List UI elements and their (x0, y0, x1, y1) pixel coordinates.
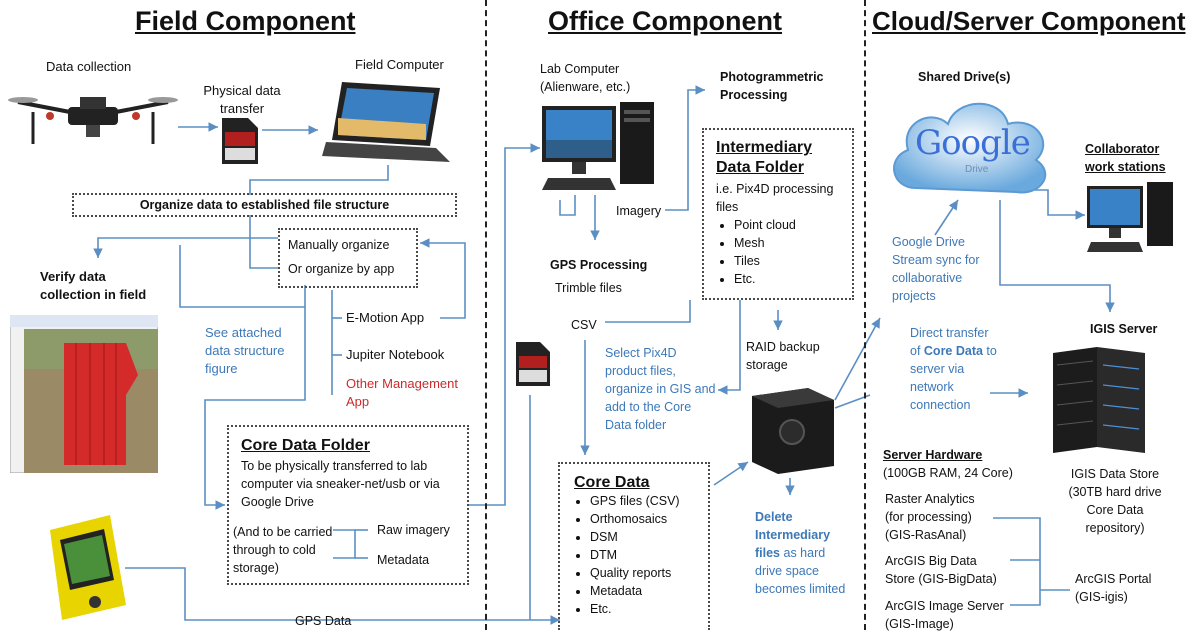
header-cloud: Cloud/Server Component (872, 6, 1186, 36)
sd-card-icon (222, 118, 258, 164)
organize-banner: Organize data to established file struct… (72, 193, 457, 217)
manually-organize: Manually organize (288, 238, 390, 252)
carried-note: (And to be carried through to cold stora… (233, 525, 333, 575)
core-data-box: Core Data GPS files (CSV) Orthomosaics D… (558, 462, 710, 630)
header-office: Office Component (548, 6, 782, 36)
igis-data-store: IGIS Data Store (30TB hard drive Core Da… (1068, 467, 1162, 535)
data-collection-label: Data collection (46, 59, 132, 74)
divider-field-office (485, 0, 487, 630)
core-data-item: GPS files (CSV) (590, 492, 708, 510)
google-logo: Google (915, 123, 1031, 163)
gps-processing-label: GPS Processing (550, 258, 648, 272)
arcgis-portal: ArcGIS Portal (GIS-igis) (1075, 572, 1152, 604)
app-emotion: E-Motion App (346, 310, 425, 325)
delete-note-bold: Delete Intermediary files (755, 510, 831, 560)
gps-data-label: GPS Data (295, 614, 352, 628)
intermediary-folder-box: Intermediary Data Folder i.e. Pix4D proc… (702, 128, 854, 300)
collaborator-label: Collaborator work stations (1085, 142, 1166, 174)
server-rack-icon (1053, 347, 1145, 453)
raw-imagery: Raw imagery (377, 523, 450, 537)
core-data-item: Orthomosaics (590, 510, 708, 528)
shared-drive-label: Shared Drive(s) (918, 70, 1011, 84)
app-other: Other Management App (346, 376, 459, 409)
igis-server-label: IGIS Server (1090, 322, 1158, 336)
core-folder-title: Core Data Folder (241, 437, 370, 454)
google-drive-sub: Drive (965, 164, 989, 175)
server-hw-title: Server Hardware (883, 448, 983, 462)
raid-label: RAID backup storage (746, 340, 820, 372)
raid-storage-icon (752, 388, 834, 474)
server-hw-spec: (100GB RAM, 24 Core) (883, 466, 1013, 480)
core-data-item: Metadata (590, 582, 708, 600)
laptop-icon (322, 82, 450, 162)
drone-icon (8, 97, 178, 144)
core-data-title: Core Data (574, 474, 650, 491)
sd-card-office-icon (516, 342, 550, 386)
physical-transfer-label: Physical data transfer (203, 83, 281, 116)
photogrammetric-label: Photogrammetric Processing (720, 70, 824, 102)
imagery-label: Imagery (616, 204, 662, 218)
core-data-item: DTM (590, 546, 708, 564)
core-data-item: Etc. (590, 600, 708, 618)
core-data-item: DSM (590, 528, 708, 546)
select-pix4d-note: Select Pix4D product files, organize in … (605, 346, 716, 432)
app-jupiter: Jupiter Notebook (346, 347, 445, 362)
organize-banner-text: Organize data to established file struct… (139, 198, 390, 212)
field-map-image (10, 315, 158, 473)
delete-note: Delete Intermediary files as hard drive … (755, 508, 851, 598)
gps-device-icon (50, 515, 126, 620)
divider-office-cloud (864, 0, 866, 630)
intermediary-item: Tiles (734, 252, 852, 270)
field-computer-label: Field Computer (355, 57, 444, 72)
intermediary-desc: i.e. Pix4D processing files (716, 182, 834, 214)
raster-analytics: Raster Analytics (for processing) (GIS-R… (885, 492, 975, 542)
intermediary-item: Point cloud (734, 216, 852, 234)
verify-label: Verify data collection in field (40, 269, 147, 302)
collaborator-workstation-icon (1087, 182, 1173, 252)
intermediary-item: Etc. (734, 270, 852, 288)
lab-computer-label: Lab Computer (Alienware, etc.) (540, 62, 631, 94)
csv-label: CSV (571, 318, 597, 332)
direct-transfer-a: Direct transfer of (910, 326, 989, 358)
stream-sync-note: Google Drive Stream sync for collaborati… (892, 235, 980, 303)
intermediary-item: Mesh (734, 234, 852, 252)
core-data-item: Quality reports (590, 564, 708, 582)
core-folder-desc: To be physically transferred to lab comp… (241, 459, 440, 509)
core-data-folder-box: Core Data Folder To be physically transf… (227, 425, 469, 585)
direct-transfer-b: to server via network connection (910, 344, 997, 412)
lab-computer-icon (542, 102, 654, 190)
direct-transfer-note: Direct transfer of Core Data to server v… (910, 324, 1000, 414)
image-server: ArcGIS Image Server (GIS-Image) (885, 599, 1004, 631)
cloud-icon (893, 102, 1047, 194)
delete-note-rest: as hard drive space becomes limited (755, 546, 846, 596)
see-attached-note: See attached data structure figure (205, 325, 285, 376)
direct-transfer-bold: Core Data (923, 344, 983, 358)
organize-by-app: Or organize by app (288, 262, 395, 276)
bigdata-store: ArcGIS Big Data Store (GIS-BigData) (885, 554, 997, 586)
trimble-label: Trimble files (555, 281, 622, 295)
header-field: Field Component (135, 6, 356, 36)
folder-metadata: Metadata (377, 553, 430, 567)
organize-options-box: Manually organize Or organize by app (278, 228, 418, 288)
intermediary-title: Intermediary Data Folder (716, 139, 813, 176)
google-logo-text: Google (915, 123, 1031, 163)
